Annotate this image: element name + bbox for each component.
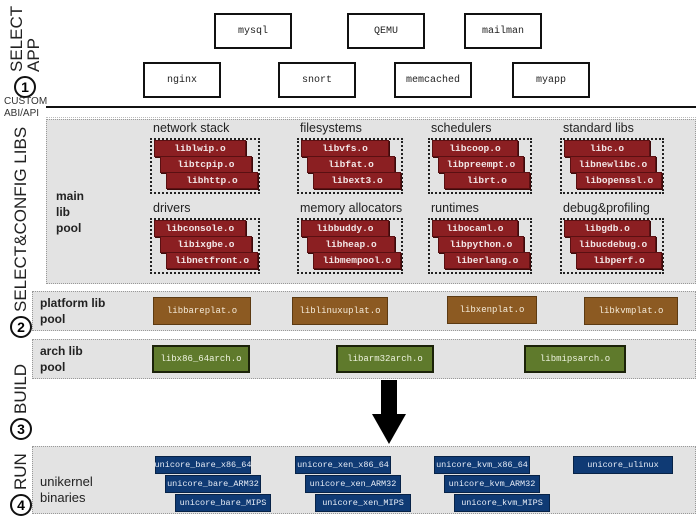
platform-lib-pool-label-line: platform lib (40, 296, 106, 310)
abi-separator-dotted (46, 117, 696, 118)
arch-lib-pool-label-line: pool (40, 360, 66, 374)
unikernel-binary-box: unicore_kvm_x86_64 (434, 456, 530, 474)
lib-box: libext3.o (313, 172, 401, 189)
lib-box: liblwip.o (154, 140, 246, 157)
unikernel-binary-box: unicore_bare_MIPS (175, 494, 271, 512)
arch-lib-pool-label: arch lib pool (40, 343, 83, 375)
arch-lib-box: libarm32arch.o (336, 345, 434, 373)
step-1-text-line2: APP (24, 37, 43, 72)
lib-box: libucdebug.o (570, 236, 656, 253)
main-lib-pool-label-line: main (56, 189, 85, 203)
lib-group-dotted-border (297, 138, 403, 194)
abi-separator-line (46, 106, 696, 108)
step-1-badge: 1 (14, 76, 36, 98)
lib-group-title: drivers (153, 201, 191, 215)
lib-box: libnewlibc.o (570, 156, 656, 173)
step-4-text: RUN (11, 453, 30, 490)
lib-group-dotted-border (560, 218, 664, 274)
platform-lib-box: libbareplat.o (153, 297, 251, 325)
lib-group-dotted-border (560, 138, 664, 194)
step-2-badge: 2 (10, 316, 32, 338)
lib-box: librt.o (444, 172, 530, 189)
lib-group-title: filesystems (300, 121, 362, 135)
step-2-text: SELECT&CONFIG LIBS (11, 126, 30, 312)
unikernel-binary-box: unicore_xen_x86_64 (295, 456, 391, 474)
step-3-label: 3 BUILD (10, 340, 32, 440)
platform-lib-pool-label-line: pool (40, 312, 66, 326)
unikernel-binary-box: unicore_kvm_ARM32 (444, 475, 540, 493)
lib-group-dotted-border (428, 218, 532, 274)
lib-box: libperf.o (576, 252, 662, 269)
lib-box: libocaml.o (432, 220, 518, 237)
build-arrow-head-icon (372, 414, 406, 444)
app-box-myapp: myapp (512, 62, 590, 98)
unikernel-binary-box: unicore_bare_ARM32 (165, 475, 261, 493)
lib-group-title: memory allocators (300, 201, 403, 215)
lib-box: libhttp.o (166, 172, 258, 189)
main-lib-pool-label: main lib pool (56, 188, 84, 236)
unikernel-binary-box: unicore_xen_ARM32 (305, 475, 401, 493)
lib-group-title: standard libs (563, 121, 634, 135)
step-3-text: BUILD (11, 363, 30, 414)
lib-box: libvfs.o (301, 140, 389, 157)
lib-box: libheap.o (307, 236, 395, 253)
arch-lib-box: libmipsarch.o (524, 345, 626, 373)
separator-label-line1: CUSTOM (4, 96, 48, 107)
platform-lib-pool-label: platform lib pool (40, 295, 105, 327)
app-box-qemu: QEMU (347, 13, 425, 49)
app-box-memcached: memcached (394, 62, 472, 98)
unikernel-binary-box: unicore_xen_MIPS (315, 494, 411, 512)
build-arrow-shaft (381, 380, 397, 416)
lib-group-dotted-border (297, 218, 403, 274)
arch-lib-pool-label-line: arch lib (40, 344, 83, 358)
lib-group-dotted-border (150, 218, 260, 274)
separator-label: CUSTOM ABI/API (4, 96, 47, 120)
separator-label-line2: ABI/API (4, 108, 40, 119)
lib-group-title: schedulers (431, 121, 492, 135)
unikernel-binaries-pool-label: unikernel binaries (40, 474, 93, 506)
lib-box: libmempool.o (313, 252, 401, 269)
lib-box: libixgbe.o (160, 236, 252, 253)
lib-box: libcoop.o (432, 140, 518, 157)
lib-box: libnetfront.o (166, 252, 258, 269)
lib-group-title: debug&profiling (563, 201, 650, 215)
platform-lib-box: libkvmplat.o (584, 297, 678, 325)
unikernel-binary-box: unicore_kvm_MIPS (454, 494, 550, 512)
lib-box: libpython.o (438, 236, 524, 253)
arch-lib-box: libx86_64arch.o (152, 345, 250, 373)
lib-box: libc.o (564, 140, 650, 157)
step-1-label: 1 SELECT APP (7, 3, 43, 98)
app-box-mysql: mysql (214, 13, 292, 49)
unikernel-binary-box: unicore_bare_x86_64 (155, 456, 251, 474)
app-box-mailman: mailman (464, 13, 542, 49)
unikernel-binaries-pool-label-line: binaries (40, 490, 86, 505)
app-box-snort: snort (278, 62, 356, 98)
lib-box: libgdb.o (564, 220, 650, 237)
main-lib-pool-label-line: pool (56, 221, 82, 235)
main-lib-pool-label-line: lib (56, 205, 70, 219)
lib-box: libbuddy.o (301, 220, 389, 237)
lib-group-dotted-border (150, 138, 260, 194)
lib-box: libconsole.o (154, 220, 246, 237)
platform-lib-box: libxenplat.o (447, 296, 537, 324)
step-4-label: 4 RUN (10, 436, 32, 516)
lib-box: libpreempt.o (438, 156, 524, 173)
lib-box: libtcpip.o (160, 156, 252, 173)
step-4-badge: 4 (10, 494, 32, 516)
lib-box: libfat.o (307, 156, 395, 173)
unikernel-binary-box: unicore_ulinux (573, 456, 673, 474)
step-1-text-line1: SELECT (7, 5, 26, 72)
lib-box: libopenssl.o (576, 172, 662, 189)
lib-group-dotted-border (428, 138, 532, 194)
lib-group-title: network stack (153, 121, 230, 135)
lib-group-title: runtimes (431, 201, 479, 215)
platform-lib-box: liblinuxuplat.o (292, 297, 388, 325)
app-box-nginx: nginx (143, 62, 221, 98)
step-2-label: 2 SELECT&CONFIG LIBS (10, 118, 32, 338)
lib-box: liberlang.o (444, 252, 530, 269)
unikernel-binaries-pool-label-line: unikernel (40, 474, 93, 489)
